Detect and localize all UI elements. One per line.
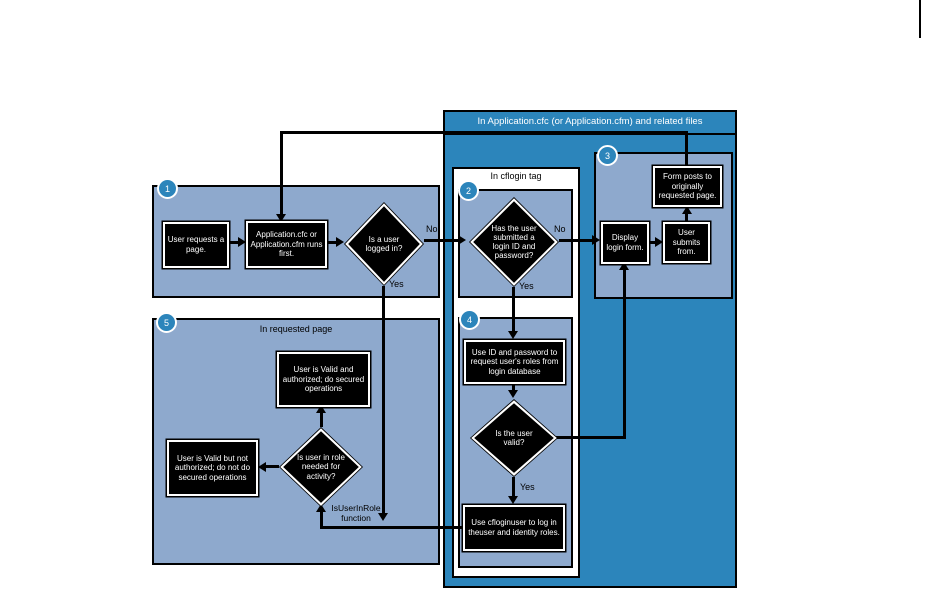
requested-page-label: In requested page bbox=[259, 324, 333, 334]
arrowhead-into-notauthorized bbox=[258, 462, 266, 472]
decision-has-submitted: Has the user submitted a login ID and pa… bbox=[469, 197, 559, 287]
edge-return-down-line bbox=[280, 131, 283, 217]
arrowhead-into-displaylogin bbox=[592, 235, 600, 245]
edge-yes-valid-line bbox=[512, 477, 515, 498]
edge-inrole-left-line bbox=[264, 465, 279, 468]
step-2-number: 2 bbox=[465, 185, 471, 196]
edge-useid-line bbox=[512, 384, 515, 392]
edge-novalid-h-line bbox=[556, 436, 626, 439]
step-3-badge: 3 bbox=[597, 145, 618, 166]
label-no-submitted: No bbox=[554, 224, 566, 234]
arrowhead-into-isloggedin bbox=[336, 237, 344, 247]
step-5-badge: 5 bbox=[156, 312, 177, 333]
label-yes-submitted: Yes bbox=[519, 281, 534, 291]
cflogin-tag-label: In cflogin tag bbox=[490, 171, 542, 181]
label-no-loggedin: No bbox=[426, 224, 438, 234]
decision-is-logged-in: Is a user logged in? bbox=[344, 202, 424, 286]
decision-text: Has the user submitted a login ID and pa… bbox=[491, 223, 537, 261]
arrowhead-into-usersubmits bbox=[655, 237, 663, 247]
step-3-number: 3 bbox=[604, 150, 610, 161]
node-user-submits: User submits from. bbox=[663, 222, 710, 263]
step-4-badge: 4 bbox=[459, 309, 480, 330]
label-yes-loggedin: Yes bbox=[389, 279, 404, 289]
edge-application-line bbox=[328, 241, 338, 244]
edge-yes-loggedin-line bbox=[382, 286, 385, 516]
arrowhead-into-useid bbox=[508, 331, 518, 339]
decision-is-user-valid: Is the user valid? bbox=[470, 399, 558, 477]
step-5-number: 5 bbox=[163, 317, 169, 328]
edge-formposts-up-line bbox=[685, 133, 688, 166]
arrowhead-into-isvalid bbox=[508, 390, 518, 398]
arrowhead-into-application bbox=[238, 237, 246, 247]
edge-novalid-v-line bbox=[623, 268, 626, 439]
step-4-number: 4 bbox=[466, 314, 472, 325]
edge-no-loggedin-line bbox=[424, 239, 460, 242]
node-application-runs: Application.cfc or Application.cfm runs … bbox=[246, 221, 327, 268]
node-display-login: Display login form. bbox=[601, 222, 649, 264]
decision-is-user-in-role: Is user in role needed for activity? bbox=[279, 427, 363, 507]
node-use-id-password: Use ID and password to request user's ro… bbox=[464, 340, 565, 384]
edge-userrequests-line bbox=[229, 241, 240, 244]
node-use-cfloginuser: Use cfloginuser to log in theuser and id… bbox=[463, 505, 565, 551]
edge-usersubmits-line bbox=[685, 212, 688, 222]
node-user-requests: User requests a page. bbox=[163, 222, 229, 268]
node-valid-not-authorized: User is Valid but not authorized; do not… bbox=[167, 440, 258, 496]
label-isuserinrole-function: IsUserInRole function bbox=[331, 503, 381, 524]
arrowhead-into-cfloginuser bbox=[508, 496, 518, 504]
node-valid-authorized: User is Valid and authorized; do secured… bbox=[277, 352, 370, 407]
edge-return-loop-line bbox=[281, 131, 688, 134]
edge-isuserinrole-line bbox=[320, 511, 323, 528]
step-1-badge: 1 bbox=[157, 178, 178, 199]
page-edge-mark bbox=[919, 0, 921, 38]
decision-text: Is a user logged in? bbox=[365, 234, 403, 253]
step-2-badge: 2 bbox=[458, 180, 479, 201]
edge-cfloginuser-return-line bbox=[320, 526, 463, 529]
arrowhead-into-authorized bbox=[316, 405, 326, 413]
arrowhead-into-formposts bbox=[682, 206, 692, 214]
diamond-fill: Is user in role needed for activity? bbox=[283, 431, 359, 503]
label-yes-valid: Yes bbox=[520, 482, 535, 492]
edge-display-line bbox=[649, 241, 657, 244]
arrowhead-into-application-runs bbox=[276, 214, 286, 222]
arrowhead-yes-loggedin bbox=[378, 513, 388, 521]
arrowhead-into-inrole-decision bbox=[316, 504, 326, 512]
node-form-posts: Form posts to originally requested page. bbox=[653, 166, 722, 207]
diamond-fill: Has the user submitted a login ID and pa… bbox=[473, 201, 555, 283]
step-1-number: 1 bbox=[164, 183, 170, 194]
arrowhead-into-hassubmitted bbox=[458, 235, 466, 245]
diamond-fill: Is the user valid? bbox=[474, 403, 554, 473]
edge-yes-submitted-line bbox=[512, 287, 515, 333]
arrowhead-up-into-displaylogin bbox=[619, 262, 629, 270]
edge-no-submitted-line bbox=[559, 239, 593, 242]
edge-inrole-up-line bbox=[320, 410, 323, 427]
decision-text: Is user in role needed for activity? bbox=[296, 453, 346, 481]
decision-text: Is the user valid? bbox=[495, 428, 533, 447]
diamond-fill: Is a user logged in? bbox=[348, 206, 420, 282]
